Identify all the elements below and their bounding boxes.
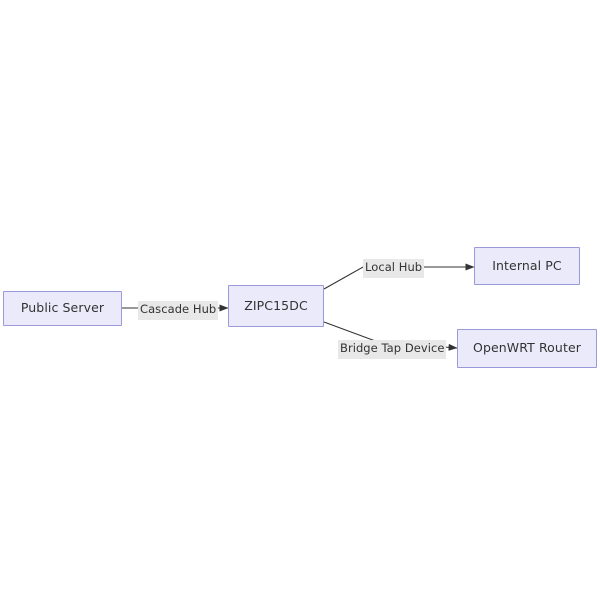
node-zipc15dc[interactable]: ZIPC15DC [228,285,324,327]
node-label-zipc15dc: ZIPC15DC [244,297,308,313]
node-label-openwrt-router: OpenWRT Router [473,340,581,356]
node-label-internal-pc: Internal PC [492,257,562,273]
edge-label-cascade-hub: Cascade Hub [138,301,219,320]
edge-label-bridge-tap-device: Bridge Tap Device [338,340,447,359]
node-public-server[interactable]: Public Server [3,291,122,326]
edge-label-local-hub: Local Hub [363,259,425,278]
node-label-public-server: Public Server [20,300,105,316]
node-internal-pc[interactable]: Internal PC [474,247,580,285]
node-openwrt-router[interactable]: OpenWRT Router [457,329,597,368]
